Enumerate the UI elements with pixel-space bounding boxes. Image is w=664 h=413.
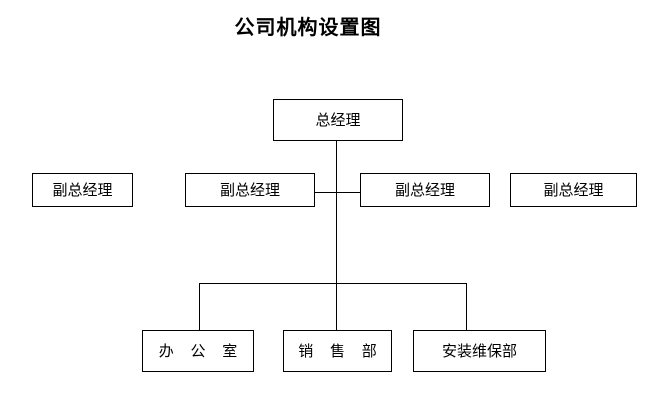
connector-drop-sales [336, 283, 337, 330]
node-sales-label: 销 售 部 [298, 341, 383, 360]
node-deputy-4[interactable]: 副总经理 [510, 173, 637, 207]
node-deputy-1[interactable]: 副总经理 [32, 173, 133, 207]
node-deputy-3[interactable]: 副总经理 [360, 173, 490, 207]
node-deputy-3-label: 副总经理 [394, 180, 455, 199]
node-office-label: 办 公 室 [158, 341, 244, 360]
node-deputy-1-label: 副总经理 [52, 180, 113, 199]
node-deputy-4-label: 副总经理 [543, 180, 604, 199]
connector-level2-horizontal [315, 192, 361, 193]
node-deputy-2[interactable]: 副总经理 [185, 173, 315, 207]
connector-drop-office [199, 283, 200, 330]
page-title: 公司机构设置图 [234, 15, 382, 39]
connector-trunk-vertical [336, 141, 337, 284]
node-sales[interactable]: 销 售 部 [283, 330, 392, 372]
node-maintenance[interactable]: 安装维保部 [413, 330, 546, 372]
connector-level3-busbar [199, 283, 467, 284]
connector-drop-maintenance [466, 283, 467, 330]
node-office[interactable]: 办 公 室 [142, 330, 254, 372]
node-general-manager[interactable]: 总经理 [273, 99, 403, 141]
node-general-manager-label: 总经理 [315, 110, 361, 129]
node-deputy-2-label: 副总经理 [219, 180, 280, 199]
node-maintenance-label: 安装维保部 [441, 341, 517, 360]
